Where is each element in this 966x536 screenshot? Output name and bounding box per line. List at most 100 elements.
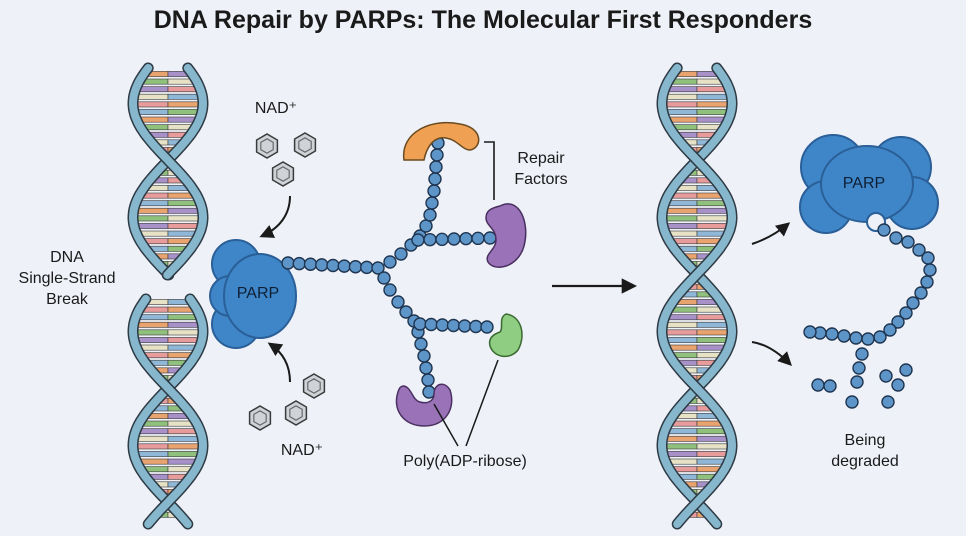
adp-ribose-bead (377, 271, 391, 285)
adp-ribose-bead (360, 260, 374, 275)
ring-inner (260, 138, 274, 154)
adp-ribose-bead (480, 320, 494, 334)
adp-ribose-bead (899, 306, 913, 320)
adp-ribose-bead (891, 315, 905, 329)
ring-inner (253, 410, 267, 426)
base-pair (664, 215, 698, 222)
adp-ribose-bead (413, 317, 427, 331)
adp-ribose-bead (383, 255, 397, 269)
base-pair (664, 443, 698, 450)
par-chain-fragment (850, 347, 869, 389)
base-pair (664, 101, 698, 108)
adp-ribose-bead (383, 283, 397, 297)
being-degraded-label-line-2: degraded (831, 453, 899, 470)
dna-break-label-line-2: Single-Strand (18, 270, 116, 287)
ring-inner (307, 378, 321, 394)
adp-ribose-bead (861, 332, 875, 346)
adp-ribose-bead (845, 395, 859, 409)
base-pair (167, 230, 197, 237)
base-pair (696, 344, 726, 351)
adp-ribose-bead (423, 208, 437, 222)
base-pair (696, 200, 727, 207)
base-pair (696, 207, 729, 214)
ring-outer (302, 373, 326, 399)
nad-arrow-top (259, 195, 291, 238)
adp-ribose-bead (825, 327, 839, 341)
adp-ribose-bead (411, 233, 425, 247)
adp-ribose-bead (852, 361, 866, 375)
adp-ribose-bead (427, 184, 441, 198)
base-pair (167, 207, 200, 214)
being-degraded-label-line-1: Being (844, 432, 886, 449)
adp-ribose-bead (292, 256, 306, 271)
backbone-strand-a (657, 64, 737, 528)
adp-ribose-bead (435, 232, 449, 247)
base-pair (665, 93, 698, 100)
base-pair (665, 207, 698, 214)
adp-ribose-bead (823, 379, 837, 393)
base-pair (138, 200, 169, 207)
repair-factors-label-line-1: Repair (517, 150, 565, 167)
par-chain-main (281, 256, 385, 275)
adp-ribose-bead (391, 295, 405, 309)
backbone-strand-b (657, 64, 737, 528)
base-pair (696, 443, 730, 450)
adp-ribose-bead (877, 223, 891, 237)
base-pair (696, 101, 730, 108)
dna-break-label-line-1: DNA (50, 249, 84, 266)
ring-outer (255, 133, 279, 159)
base-pair (138, 86, 169, 93)
base-pair (167, 200, 198, 207)
base-pair (668, 116, 698, 123)
base-pair (696, 230, 726, 237)
base-pair (696, 93, 729, 100)
base-pair (167, 443, 201, 450)
base-pair (696, 116, 726, 123)
backbone-strand-b (128, 295, 208, 528)
base-pair (696, 329, 730, 336)
adp-ribose-bead (326, 258, 340, 273)
base-pair (167, 93, 200, 100)
nad-label-top: NAD⁺ (254, 100, 298, 117)
base-pair (664, 329, 698, 336)
base-pair (138, 428, 169, 435)
adp-ribose-bead (899, 363, 913, 377)
base-pair (167, 215, 201, 222)
par-chain-up (383, 136, 445, 269)
adp-ribose-bead (879, 369, 893, 383)
base-pair (668, 230, 698, 237)
poly-adp-leader-right (465, 359, 499, 447)
base-pair (167, 223, 200, 229)
adp-ribose-bead (889, 231, 903, 245)
base-pair (167, 314, 198, 321)
base-pair (665, 223, 698, 229)
ring-inner (298, 137, 312, 153)
ring-inner (289, 405, 303, 421)
ring-outer (293, 132, 317, 158)
base-pair (696, 451, 729, 457)
base-pair (167, 101, 201, 108)
base-pair (167, 86, 198, 93)
base-pair (139, 116, 169, 123)
base-pair (696, 428, 727, 435)
parp-label-right: PARP (843, 175, 885, 192)
repair-factor-purple-bottom (395, 383, 453, 427)
base-pair (135, 329, 169, 336)
base-pair (167, 109, 200, 115)
base-pair (138, 314, 169, 321)
base-pair (167, 344, 197, 351)
nad-molecule-icon (271, 161, 295, 187)
adp-ribose-bead (414, 337, 428, 351)
base-pair (139, 230, 169, 237)
base-pair (696, 109, 729, 115)
base-pair (667, 86, 698, 93)
base-pair (136, 435, 169, 442)
base-pair (167, 337, 200, 343)
base-pair (667, 200, 698, 207)
adp-ribose-bead (837, 329, 851, 343)
adp-ribose-bead (435, 318, 450, 332)
adp-ribose-bead (337, 259, 351, 273)
par-chain-detached (803, 223, 937, 346)
